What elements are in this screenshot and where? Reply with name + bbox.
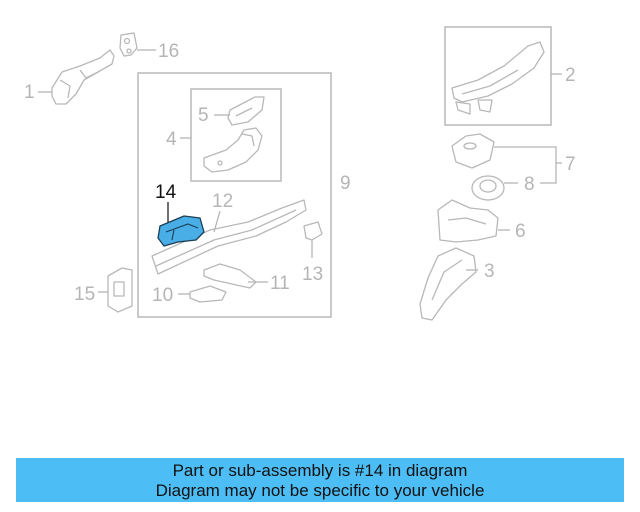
label-3: 3 <box>484 261 495 282</box>
part-1-frame-extension[interactable] <box>38 49 115 105</box>
label-5: 5 <box>198 105 209 126</box>
label-11: 11 <box>270 273 290 294</box>
part-11-reinforcement[interactable] <box>203 263 268 289</box>
label-9: 9 <box>340 173 351 194</box>
label-13: 13 <box>302 264 323 285</box>
label-15: 15 <box>74 284 95 305</box>
info-banner: Part or sub-assembly is #14 in diagram D… <box>16 458 624 502</box>
label-2: 2 <box>565 65 576 86</box>
part-12-frame-rail[interactable] <box>151 199 307 275</box>
label-16: 16 <box>158 41 179 62</box>
label-6: 6 <box>515 221 526 242</box>
label-4: 4 <box>166 129 177 150</box>
part-13-bracket[interactable] <box>303 221 323 258</box>
part-2-rear-frame[interactable] <box>451 41 562 115</box>
label-12: 12 <box>212 191 233 212</box>
part-10-plate[interactable] <box>178 285 227 303</box>
part-8-strut-mount[interactable] <box>471 175 518 201</box>
label-10: 10 <box>152 285 173 306</box>
label-14: 14 <box>155 182 177 203</box>
part-15-plate[interactable] <box>98 267 133 313</box>
banner-line-1: Part or sub-assembly is #14 in diagram <box>172 461 468 480</box>
group-box-2 <box>444 26 552 126</box>
part-4-assembly[interactable] <box>180 127 263 173</box>
part-16-bracket[interactable] <box>119 32 156 57</box>
label-7: 7 <box>565 154 576 175</box>
group-box-4 <box>190 88 282 182</box>
banner-line-2: Diagram may not be specific to your vehi… <box>155 481 485 500</box>
part-6-wheelhouse[interactable] <box>437 199 510 243</box>
part-14-highlighted[interactable] <box>157 202 205 247</box>
label-8: 8 <box>524 174 535 195</box>
part-3-pillar[interactable] <box>419 247 478 321</box>
group-box-9 <box>137 72 332 318</box>
part-5-bracket[interactable] <box>214 96 265 126</box>
part-7-upper-mount[interactable] <box>451 133 562 184</box>
label-1: 1 <box>24 82 35 103</box>
